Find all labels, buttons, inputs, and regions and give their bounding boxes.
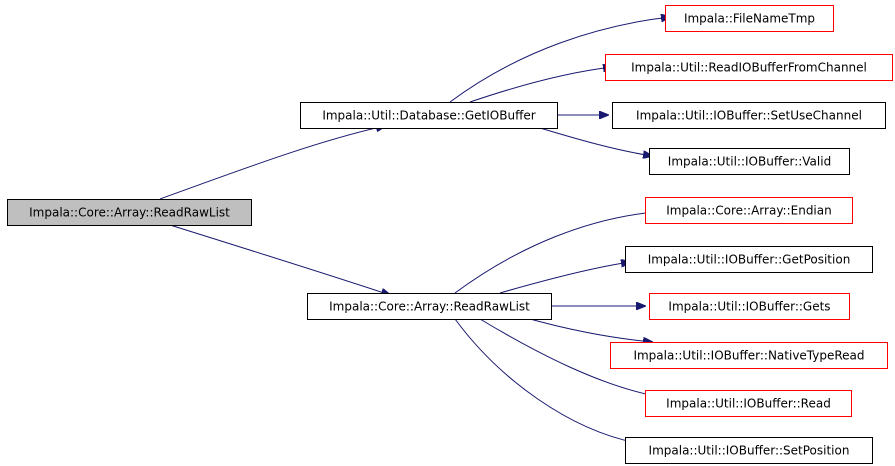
node-box-root [7,199,252,226]
edge-read-raw-list-to-endian [454,212,655,294]
node-gets[interactable]: Impala::Util::IOBuffer::Gets [649,293,850,320]
node-label-valid: Impala::Util::IOBuffer::Valid [668,155,831,169]
node-box-read-raw-list [307,293,552,320]
node-label-set-position: Impala::Util::IOBuffer::SetPosition [649,444,850,458]
node-label-native-type-read: Impala::Util::IOBuffer::NativeTypeRead [633,349,864,363]
node-box-file-name-tmp [665,5,834,32]
edge-read-raw-list-to-set-position [454,318,637,443]
node-set-use-channel[interactable]: Impala::Util::IOBuffer::SetUseChannel [612,102,886,129]
node-label-file-name-tmp: Impala::FileNameTmp [684,12,815,26]
node-get-io-buffer[interactable]: Impala::Util::Database::GetIOBuffer [300,102,558,129]
node-native-type-read[interactable]: Impala::Util::IOBuffer::NativeTypeRead [610,342,888,369]
node-box-native-type-read [610,342,888,369]
node-box-endian [645,197,853,224]
node-get-position[interactable]: Impala::Util::IOBuffer::GetPosition [625,246,873,273]
edge-get-io-buffer-to-read-io-buffer-from-channel [469,67,612,103]
edge-root-to-read-raw-list [169,224,390,295]
node-box-get-io-buffer [300,102,558,129]
node-label-get-position: Impala::Util::IOBuffer::GetPosition [648,253,851,267]
node-box-set-position [625,437,873,464]
node-label-gets: Impala::Util::IOBuffer::Gets [668,300,830,314]
node-label-root: Impala::Core::Array::ReadRawList [29,206,230,220]
nodes-layer: Impala::Core::Array::ReadRawListImpala::… [7,5,893,464]
edges-layer [159,17,670,443]
edge-read-raw-list-to-read [479,318,655,396]
node-box-get-position [625,246,873,273]
node-set-position[interactable]: Impala::Util::IOBuffer::SetPosition [625,437,873,464]
node-read-raw-list[interactable]: Impala::Core::Array::ReadRawList [307,293,552,320]
node-box-read-io-buffer-from-channel [605,54,893,81]
edge-get-io-buffer-to-valid [539,127,652,156]
edge-root-to-get-io-buffer [159,126,385,200]
edge-read-raw-list-to-native-type-read [529,318,652,342]
node-label-read-raw-list: Impala::Core::Array::ReadRawList [329,300,530,314]
node-label-get-io-buffer: Impala::Util::Database::GetIOBuffer [322,109,535,123]
node-endian[interactable]: Impala::Core::Array::Endian [645,197,853,224]
node-box-gets [649,293,850,320]
node-file-name-tmp[interactable]: Impala::FileNameTmp [665,5,834,32]
node-box-valid [649,148,850,175]
node-root[interactable]: Impala::Core::Array::ReadRawList [7,199,252,226]
node-valid[interactable]: Impala::Util::IOBuffer::Valid [649,148,850,175]
node-box-read [645,390,852,417]
node-box-set-use-channel [612,102,886,129]
node-label-read-io-buffer-from-channel: Impala::Util::ReadIOBufferFromChannel [631,61,867,75]
edge-read-raw-list-to-get-position [499,262,630,294]
edge-get-io-buffer-to-file-name-tmp [449,17,670,103]
node-label-read: Impala::Util::IOBuffer::Read [666,397,831,411]
node-read-io-buffer-from-channel[interactable]: Impala::Util::ReadIOBufferFromChannel [605,54,893,81]
node-label-endian: Impala::Core::Array::Endian [666,204,831,218]
node-read[interactable]: Impala::Util::IOBuffer::Read [645,390,852,417]
node-label-set-use-channel: Impala::Util::IOBuffer::SetUseChannel [636,109,862,123]
